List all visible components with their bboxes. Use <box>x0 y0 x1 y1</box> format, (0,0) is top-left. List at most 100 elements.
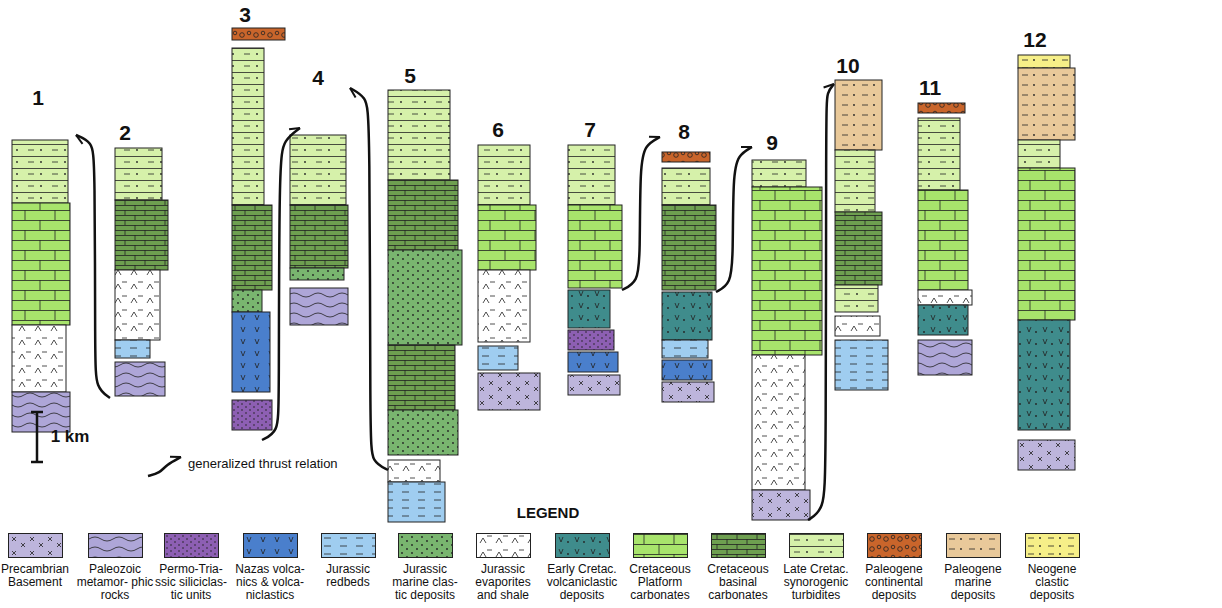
rock-texture <box>752 490 810 520</box>
rock-texture <box>918 305 968 335</box>
legend-swatch <box>398 533 453 558</box>
rock-texture <box>478 270 530 342</box>
rock-texture <box>1018 440 1075 470</box>
rock-texture <box>835 150 875 212</box>
swatch-texture <box>477 534 531 558</box>
rock-unit <box>568 290 610 328</box>
rock-unit <box>388 460 440 482</box>
rock-texture <box>478 205 536 270</box>
legend-label: Jurassic evaporites and shale <box>464 563 542 602</box>
rock-unit <box>752 187 822 355</box>
swatch-texture <box>89 534 143 558</box>
rock-texture <box>388 410 458 455</box>
rock-unit <box>568 375 620 395</box>
thrust-line <box>716 147 752 292</box>
rock-unit <box>1018 168 1075 320</box>
rock-unit <box>12 203 70 325</box>
legend-swatch <box>711 533 766 558</box>
legend-label: Cretaceous basinal carbonates <box>699 563 777 602</box>
rock-texture <box>115 362 165 396</box>
rock-unit <box>388 410 458 455</box>
rock-unit <box>835 340 888 390</box>
rock-unit <box>232 400 272 430</box>
legend-label: Early Cretac. volcaniclastic deposits <box>543 563 621 602</box>
rock-unit <box>568 205 622 288</box>
legend-label: Cretaceous Platform carbonates <box>621 563 699 602</box>
swatch-texture <box>1026 534 1080 558</box>
legend-swatch <box>867 533 922 558</box>
legend-swatch <box>321 533 376 558</box>
rock-unit <box>752 160 806 187</box>
rock-unit <box>662 168 710 205</box>
rock-texture <box>835 212 882 285</box>
legend-swatch <box>946 533 1001 558</box>
rock-texture <box>232 28 285 40</box>
rock-texture <box>388 90 450 180</box>
legend-swatch <box>555 533 610 558</box>
rock-texture <box>568 375 620 395</box>
legend-label: Neogene clastic deposits <box>1013 563 1091 602</box>
rock-texture <box>290 288 348 325</box>
rock-unit <box>662 292 712 340</box>
rock-unit <box>752 355 805 490</box>
rock-texture <box>115 200 168 270</box>
rock-unit <box>918 118 960 190</box>
rock-texture <box>662 152 710 162</box>
legend-swatch <box>164 533 219 558</box>
column-number: 10 <box>836 54 859 78</box>
rock-texture <box>1018 168 1075 320</box>
rock-texture <box>568 330 614 350</box>
column <box>232 28 285 430</box>
legend-swatch <box>243 533 298 558</box>
swatch-texture <box>322 534 376 558</box>
thrust-line <box>148 457 181 476</box>
rock-texture <box>478 346 518 370</box>
rock-unit <box>478 205 536 270</box>
rock-unit <box>835 150 875 212</box>
column-number: 6 <box>492 118 504 142</box>
column <box>290 135 348 325</box>
rock-unit <box>232 205 272 290</box>
rock-unit <box>835 316 880 336</box>
rock-texture <box>232 312 270 392</box>
thrust-arrowhead <box>170 456 181 458</box>
rock-texture <box>918 340 972 375</box>
rock-unit <box>290 205 348 268</box>
rock-texture <box>115 340 150 358</box>
column-number: 5 <box>404 64 416 88</box>
rock-unit <box>1018 68 1075 140</box>
rock-texture <box>115 270 160 340</box>
rock-texture <box>662 168 710 205</box>
rock-unit <box>115 200 168 270</box>
rock-unit <box>115 340 150 358</box>
swatch-texture <box>947 534 1001 558</box>
rock-texture <box>232 48 264 205</box>
legend-label: Jurassic redbeds <box>309 563 387 589</box>
rock-texture <box>835 316 880 336</box>
rock-texture <box>835 285 878 312</box>
rock-unit <box>835 80 882 150</box>
rock-unit <box>835 212 882 285</box>
rock-unit <box>388 345 455 410</box>
rock-unit <box>290 268 344 280</box>
thrust-line <box>262 128 300 440</box>
rock-texture <box>568 145 615 205</box>
rock-texture <box>115 148 162 200</box>
column-number: 2 <box>119 121 131 145</box>
rock-texture <box>388 250 462 345</box>
rock-texture <box>388 180 458 250</box>
rock-unit <box>918 340 972 375</box>
rock-unit <box>662 340 708 358</box>
columns <box>12 28 1075 522</box>
legend-swatch <box>789 533 844 558</box>
rock-unit <box>568 145 615 205</box>
legend-label: Paleogene continental deposits <box>855 563 933 602</box>
rock-texture <box>1018 320 1070 430</box>
rock-texture <box>752 187 822 355</box>
rock-texture <box>1018 140 1060 168</box>
thrust-arrowhead <box>741 146 752 148</box>
rock-unit <box>568 330 614 350</box>
rock-texture <box>290 135 346 205</box>
